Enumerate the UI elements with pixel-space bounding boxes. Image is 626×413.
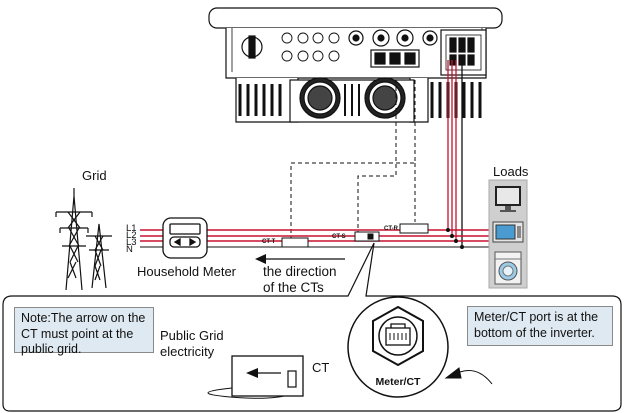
ct-signal-lines	[290, 80, 416, 240]
loads-label: Loads	[493, 164, 529, 179]
port-row	[348, 29, 438, 47]
public-grid-line-1: Public Grid	[160, 328, 224, 343]
meter-ct-port-label: Meter/CT	[375, 376, 421, 388]
detail-callout	[2, 242, 622, 412]
washing-machine-icon	[494, 251, 522, 285]
heatsink-fins-left	[238, 84, 282, 116]
dc-switch-icon	[241, 35, 263, 59]
port-location-note: Meter/CT port is at the bottom of the in…	[467, 306, 613, 346]
comm-ports	[370, 49, 420, 68]
household-meter-icon	[162, 217, 208, 259]
household-meter-label: Household Meter	[137, 264, 236, 279]
curved-arrow-icon	[444, 367, 493, 385]
ct-detail-icon	[207, 355, 304, 399]
direction-line-2: of the CTs	[263, 280, 324, 295]
ct-r-label: CT-R	[384, 226, 398, 232]
ct-arrow-note: Note:The arrow on the CT must point at t…	[14, 307, 154, 356]
monitor-icon	[495, 186, 521, 212]
meter-ct-port-icon	[347, 296, 449, 398]
ac-output-wires	[447, 60, 463, 247]
public-grid-line-2: electricity	[160, 344, 215, 359]
transmission-tower-icon	[55, 188, 112, 291]
pv-connectors	[281, 32, 340, 62]
inverter	[208, 7, 503, 123]
l3-label: L3	[126, 237, 137, 248]
l2-label: L2	[126, 230, 137, 241]
direction-line-1: the direction	[263, 264, 337, 279]
n-label: N	[126, 244, 133, 255]
loads-panel	[488, 179, 528, 289]
cooling-fans	[289, 77, 415, 123]
ct-direction-arrow	[255, 254, 345, 264]
ct-label: CT	[312, 360, 330, 375]
l1-label: L1	[126, 223, 137, 234]
ct-t-label: CT-T	[262, 239, 276, 245]
grid-label: Grid	[82, 168, 107, 183]
microwave-icon	[492, 221, 524, 243]
ct-s-label: CT-S	[332, 234, 346, 240]
ct-clamps	[281, 223, 429, 248]
